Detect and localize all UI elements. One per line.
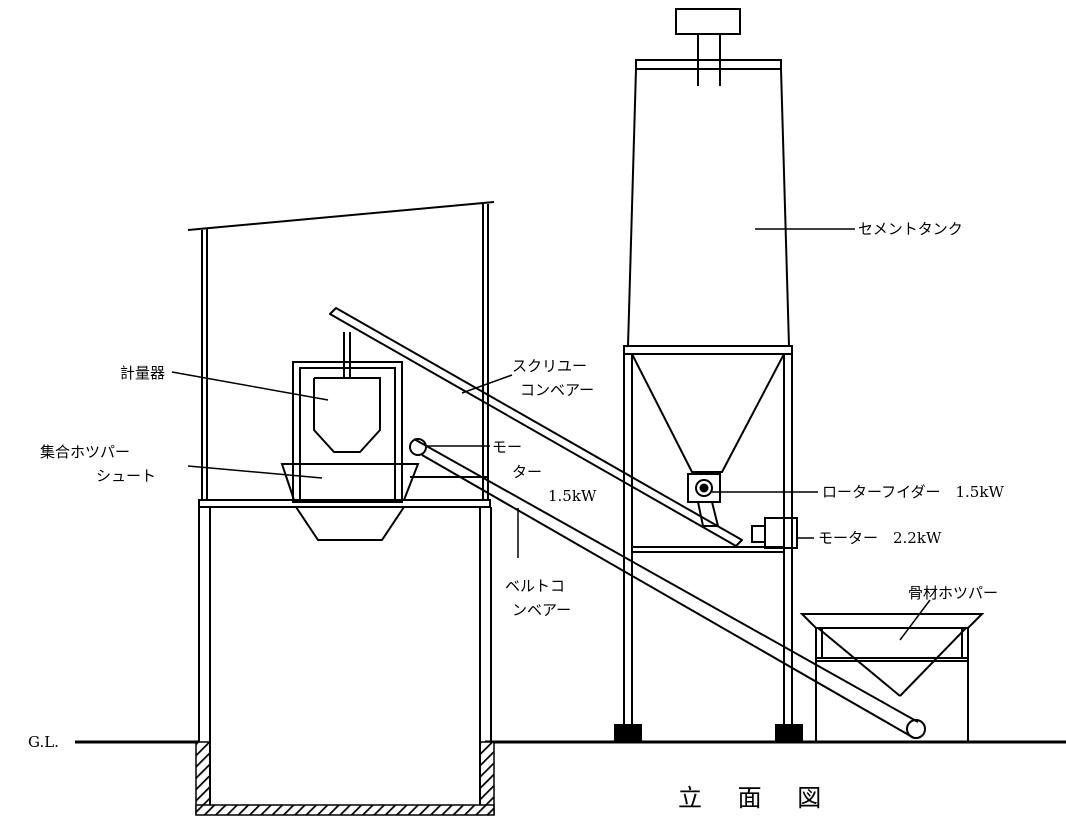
scale-label: 計量器 xyxy=(120,364,166,382)
collecting-hopper-label-line1: 集合ホツパー xyxy=(40,443,131,461)
scale-unit xyxy=(292,332,403,503)
belt-conveyor-label-line1: ベルトコ xyxy=(505,577,566,595)
belt-motor-label-line1: モー xyxy=(492,438,523,456)
rotary-feeder xyxy=(687,473,721,527)
belt-conveyor-label-line2: ンベアー xyxy=(512,601,572,619)
screw-conveyor-label-line2: コンベアー xyxy=(520,381,595,399)
left-building-frame xyxy=(187,201,495,742)
drawing-title: 立 面 図 xyxy=(678,784,836,812)
feeder-motor-label: モーター 2.2kW xyxy=(818,529,942,547)
screw-conveyor xyxy=(329,307,743,547)
ground-level-label: G.L. xyxy=(28,733,59,751)
belt-conveyor xyxy=(409,438,926,739)
aggregate-hopper-label: 骨材ホツパー xyxy=(908,584,999,602)
belt-motor-label-line2: ター xyxy=(512,463,543,481)
collecting-hopper xyxy=(280,463,488,541)
leader-lines xyxy=(171,228,931,641)
pit xyxy=(195,741,495,816)
screw-conveyor-label-line1: スクリユー xyxy=(512,357,588,375)
aggregate-hopper xyxy=(799,613,985,742)
collecting-hopper-label-line2: シュート xyxy=(96,467,157,485)
tank-frame xyxy=(623,354,793,725)
cement-tank-label: セメントタンク xyxy=(858,220,963,238)
belt-motor-power-label: 1.5kW xyxy=(548,487,597,505)
rotary-feeder-label: ローターフイダー 1.5kW xyxy=(822,483,1004,501)
footings xyxy=(614,724,803,741)
cement-tank xyxy=(623,8,793,473)
feeder-motor xyxy=(751,517,798,549)
